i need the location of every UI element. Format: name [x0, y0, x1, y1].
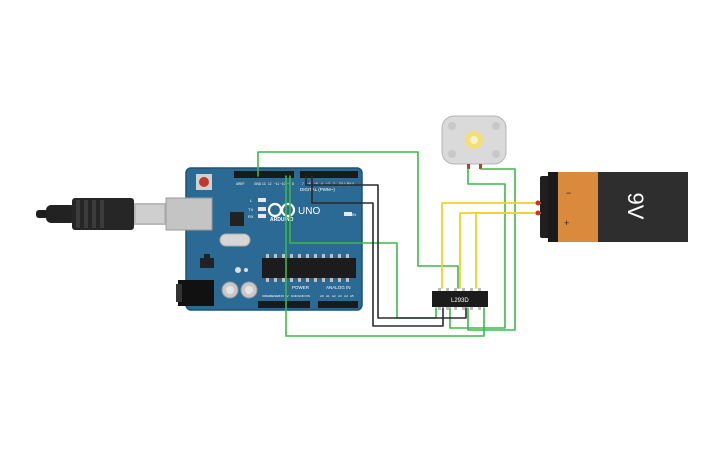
pin-label: 13: [262, 182, 266, 186]
battery-negative-symbol: −: [566, 188, 571, 198]
wire-black[interactable]: [305, 175, 467, 319]
pin-label: 12: [268, 182, 272, 186]
arduino-brand-text: ARDUINO: [270, 217, 293, 223]
l293d-driver-ic[interactable]: L293D: [432, 288, 488, 310]
wire-yellow[interactable]: [475, 212, 541, 289]
arduino-uno-board[interactable]: L TX RX ON ARDUINO UNO: [165, 167, 363, 311]
pin-label: 5V: [285, 294, 289, 298]
pin-label: GND: [291, 294, 299, 298]
battery-terminal-negative[interactable]: [535, 200, 541, 206]
pin-label: 8: [292, 182, 294, 186]
arduino-model-text: UNO: [298, 206, 320, 217]
pin-label: A2: [332, 294, 336, 298]
battery-9v[interactable]: − + 9V: [540, 172, 688, 242]
wire-yellow[interactable]: [459, 212, 541, 289]
pin-label: GND: [298, 294, 306, 298]
pin-label: VIN: [305, 294, 310, 298]
analog-label: ANALOG IN: [326, 285, 351, 290]
pin-label: AREF: [236, 182, 245, 186]
pin-label: IOREF: [262, 294, 271, 298]
pin-label: ~6: [307, 182, 311, 186]
pin-label: ~10: [280, 182, 286, 186]
ic-label: L293D: [451, 298, 469, 304]
battery-terminal-positive[interactable]: [535, 210, 541, 216]
arduino-logo: ARDUINO UNO: [267, 202, 320, 223]
wire-green[interactable]: [467, 168, 516, 331]
pin-label: GND: [254, 182, 262, 186]
pin-label: RX 0: [347, 182, 354, 186]
pin-label: ~5: [314, 182, 318, 186]
wire-black[interactable]: [311, 175, 444, 327]
pin-label: 3.3V: [278, 294, 284, 298]
led-label-l: L: [250, 198, 253, 203]
battery-positive-symbol: +: [564, 218, 569, 228]
pin-label: A5: [350, 294, 354, 298]
pin-label: 2: [333, 182, 335, 186]
wire-green[interactable]: [289, 175, 437, 319]
pin-label: RESET: [270, 294, 280, 298]
status-leds: L TX RX ON: [248, 198, 356, 219]
motor-terminal[interactable]: [479, 164, 482, 169]
atmega-chip: [262, 254, 356, 282]
led-label-on: ON: [350, 212, 356, 217]
wires: [257, 151, 541, 337]
digital-header: DIGITAL (PWM~) AREF GND 13 12 ~11 ~10 ~9…: [234, 171, 358, 192]
pin-label: ~3: [326, 182, 330, 186]
pin-label: A0: [320, 294, 324, 298]
wire-yellow[interactable]: [441, 202, 541, 289]
usb-port: [165, 197, 213, 231]
power-label: POWER: [292, 285, 310, 290]
motor-terminal[interactable]: [467, 164, 470, 169]
dc-motor[interactable]: [441, 115, 507, 169]
power-jack: [178, 280, 214, 306]
wire-green[interactable]: [285, 175, 485, 337]
pin-label: A1: [326, 294, 330, 298]
pin-label: ~11: [274, 182, 279, 186]
pin-label: 4: [321, 182, 323, 186]
power-analog-header: POWER ANALOG IN IOREF RESET 3.3V 5V GND …: [258, 285, 358, 308]
wire-green[interactable]: [449, 168, 506, 329]
usb-cable[interactable]: [36, 198, 166, 230]
wire-green[interactable]: [257, 151, 459, 289]
pin-label: TX 1: [339, 182, 346, 186]
pin-label: A4: [344, 294, 348, 298]
battery-voltage-label: 9V: [623, 193, 648, 220]
pin-label: A3: [338, 294, 342, 298]
pin-label: 7: [302, 182, 304, 186]
pin-label: ~9: [287, 182, 291, 186]
led-label-tx: TX: [248, 207, 253, 212]
led-label-rx: RX: [248, 214, 254, 219]
usb-chip: [230, 212, 244, 226]
digital-header-label: DIGITAL (PWM~): [300, 187, 335, 192]
